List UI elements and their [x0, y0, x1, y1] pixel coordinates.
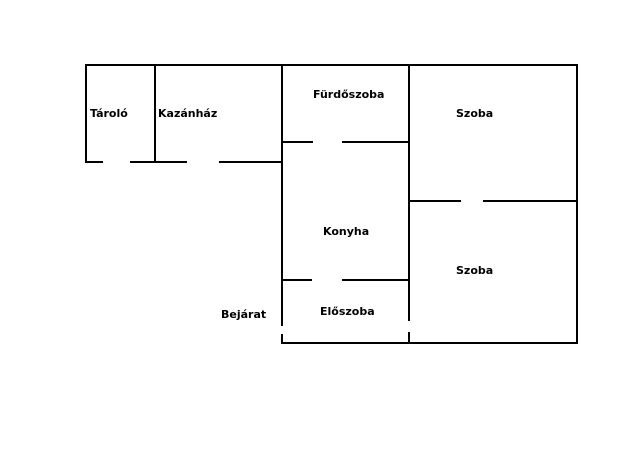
room-label-konyha: Konyha: [323, 225, 369, 238]
room-label-furdoszoba: Fürdőszoba: [313, 88, 384, 101]
room-label-taroló: Tároló: [90, 107, 128, 120]
room-label-eloszoba: Előszoba: [320, 305, 375, 318]
room-label-kazanhaz: Kazánház: [158, 107, 217, 120]
room-labels: Tároló Kazánház Fürdőszoba Szoba Konyha …: [90, 88, 493, 321]
room-label-szoba-lower: Szoba: [456, 264, 493, 277]
walls: [85, 64, 578, 344]
room-label-szoba-upper: Szoba: [456, 107, 493, 120]
entrance-label: Bejárat: [221, 308, 266, 321]
